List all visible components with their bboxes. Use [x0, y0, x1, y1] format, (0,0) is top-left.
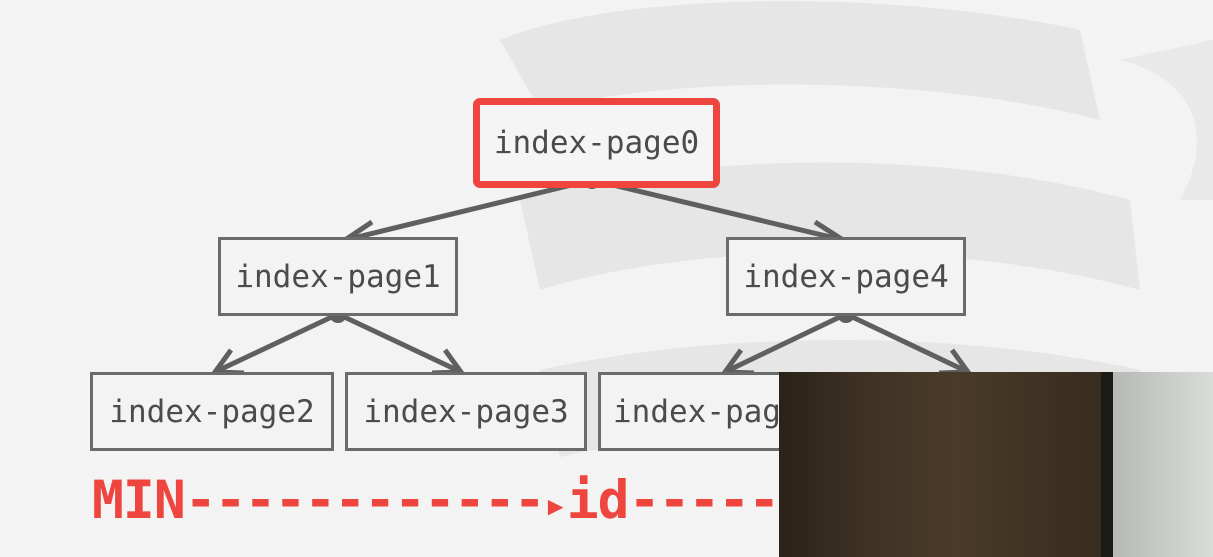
node-index-page0: index-page0 — [473, 98, 720, 188]
node-label: index-page2 — [109, 393, 315, 430]
axis-dashes-right: ----- — [628, 470, 781, 531]
edge-page1-page2 — [210, 311, 340, 376]
node-index-page3: index-page3 — [345, 372, 587, 451]
webcam-wall — [1113, 372, 1213, 557]
webcam-door-frame — [1101, 372, 1113, 557]
node-label: index-page0 — [493, 125, 700, 161]
edge-page4-page6 — [844, 311, 973, 376]
key-label-id: id — [566, 470, 630, 531]
min-label: MIN — [92, 470, 186, 531]
key-axis: MIN------------▸id----- — [92, 470, 781, 532]
edge-page1-page3 — [336, 311, 466, 376]
node-label: index-page1 — [235, 258, 441, 295]
webcam-overlay — [779, 372, 1213, 557]
node-index-page4: index-page4 — [726, 237, 966, 316]
axis-dashes-left: ------------ — [184, 470, 546, 531]
node-label: index-page4 — [743, 258, 949, 295]
axis-arrow-icon: ▸ — [543, 482, 568, 528]
node-label: index-page3 — [363, 393, 569, 430]
node-index-page2: index-page2 — [90, 372, 334, 451]
edge-page4-page5 — [720, 311, 848, 376]
node-label: index-pag — [613, 393, 781, 430]
node-index-page1: index-page1 — [218, 237, 458, 316]
